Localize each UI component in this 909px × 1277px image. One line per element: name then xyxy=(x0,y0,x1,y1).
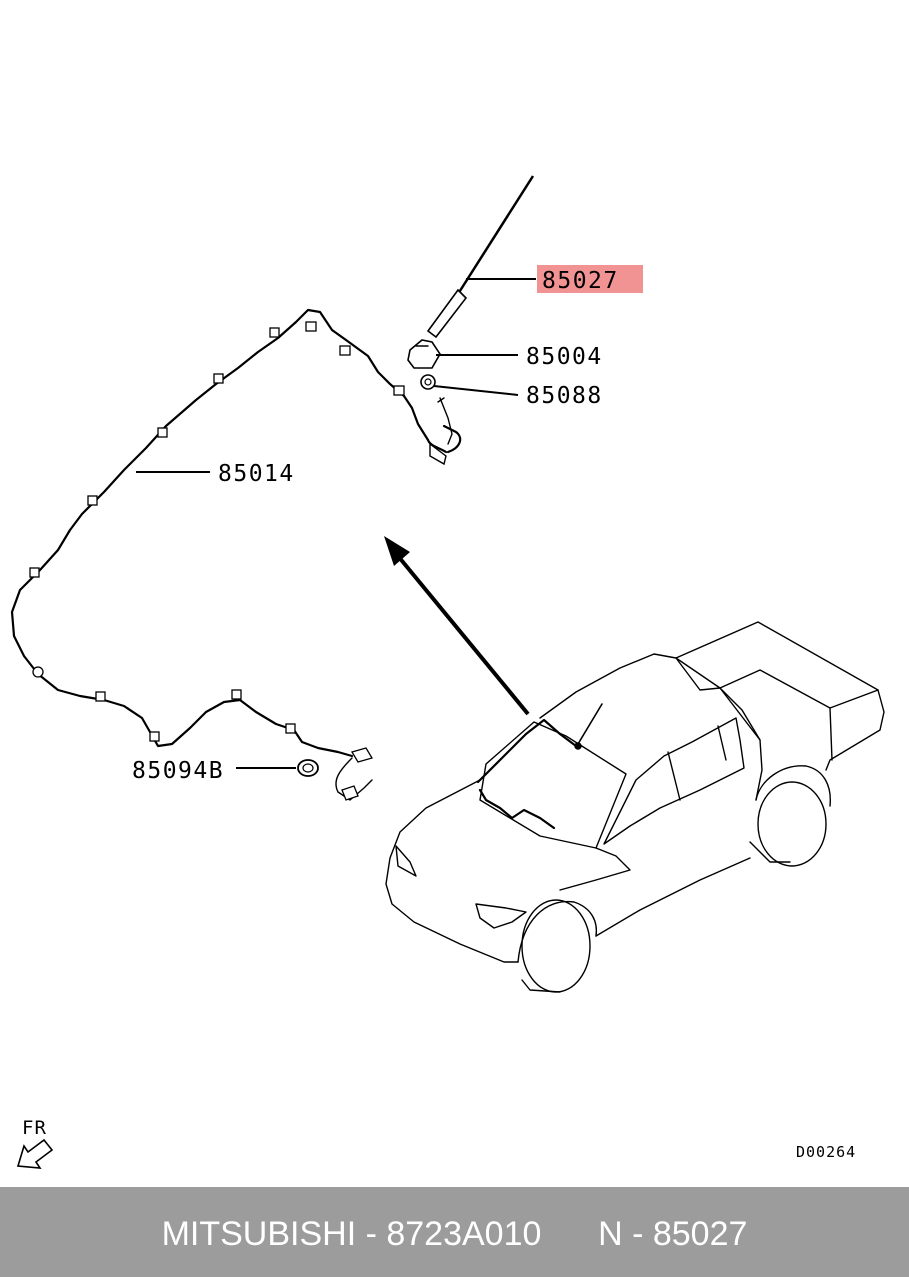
footer-bar: MITSUBISHI - 8723A010 N - 85027 xyxy=(0,1187,909,1277)
antenna-nut[interactable] xyxy=(420,374,436,390)
pickup-truck xyxy=(385,621,885,993)
highlight-85027 xyxy=(537,265,643,293)
fr-label: FR xyxy=(22,1117,47,1139)
label-85088[interactable]: 85088 xyxy=(526,383,603,409)
location-arrow xyxy=(384,536,530,716)
grommet[interactable] xyxy=(297,759,319,777)
antenna-connector xyxy=(437,397,453,445)
antenna-base[interactable] xyxy=(407,339,441,369)
antenna-cable[interactable] xyxy=(10,308,462,801)
front-direction-marker: FR xyxy=(16,1117,54,1169)
label-85094b[interactable]: 85094B xyxy=(132,758,224,784)
diagram-code: D00264 xyxy=(796,1143,856,1161)
footer-part-number: MITSUBISHI - 8723A010 N - 85027 xyxy=(161,1215,748,1253)
parts-diagram: 85027 85004 85088 85014 85094B xyxy=(10,175,885,1169)
antenna-rod[interactable] xyxy=(426,175,535,339)
label-85027[interactable]: 85027 xyxy=(542,268,619,294)
label-85014[interactable]: 85014 xyxy=(218,461,295,487)
label-85004[interactable]: 85004 xyxy=(526,344,603,370)
